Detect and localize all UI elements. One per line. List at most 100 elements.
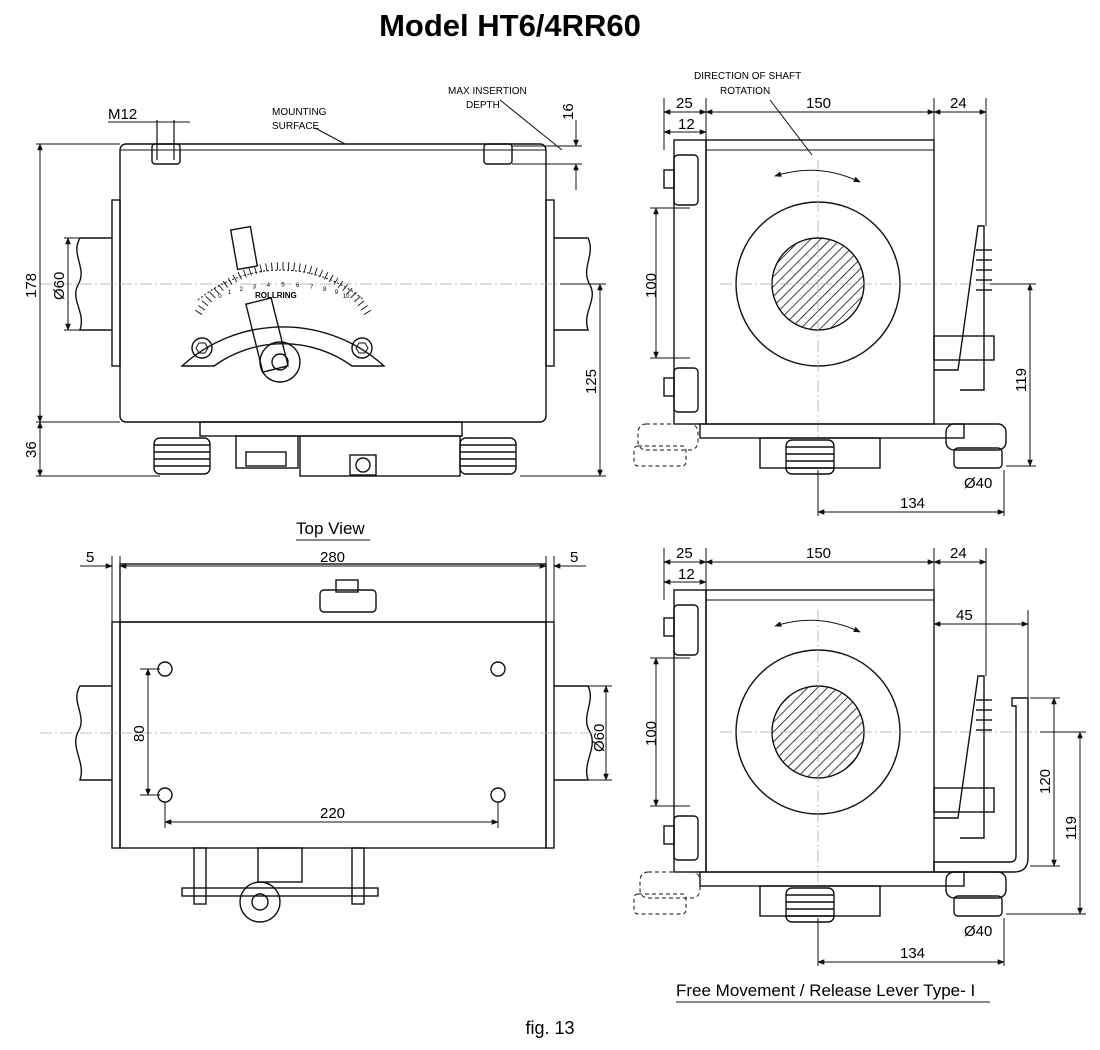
gear-tooth	[363, 309, 372, 315]
side-roller-top	[953, 447, 1003, 469]
gear-tooth	[218, 284, 224, 292]
top-view-dim-shaft: Ø60	[591, 724, 608, 752]
gear-tooth	[333, 277, 339, 285]
gear-tooth	[242, 269, 247, 278]
top-view-hole-3	[157, 787, 173, 803]
scale-tick-label: 5	[281, 283, 285, 289]
drawing-title: Model HT6/4RR60	[379, 8, 641, 43]
front-lever-hub	[259, 341, 301, 383]
side-b-dim-100: 100	[643, 721, 660, 746]
front-spring-right	[459, 437, 517, 475]
side-b-dim-134: 134	[900, 945, 925, 962]
top-view-dimensions	[80, 556, 612, 828]
top-view-knob	[319, 589, 377, 613]
gear-tooth	[354, 296, 361, 303]
side-spring-top	[785, 439, 835, 475]
top-view-dim-280: 280	[320, 549, 345, 566]
gear-tooth	[360, 305, 368, 311]
side-b-dim-12: 12	[678, 566, 695, 583]
front-dim-insertion: 16	[560, 103, 577, 120]
side-view-bottom	[633, 589, 1040, 923]
top-view-dim-5-left: 5	[86, 549, 94, 566]
front-dim-height: 178	[23, 273, 40, 298]
side-bottom-dimensions	[650, 548, 1086, 966]
front-gear-teeth	[194, 262, 372, 315]
top-view-shaft-right	[554, 685, 593, 781]
top-view-dim-80: 80	[131, 725, 148, 742]
scale-tick-label: 2	[240, 287, 244, 293]
side-base-plate-top	[699, 423, 965, 439]
front-side-plate-right	[545, 199, 555, 367]
side-b-dim-120: 120	[1037, 769, 1054, 794]
gear-tooth	[328, 274, 334, 283]
gear-tooth	[319, 269, 324, 278]
gear-tooth	[259, 264, 263, 273]
gear-tooth	[324, 272, 329, 280]
front-view	[40, 120, 600, 477]
side-dim-100: 100	[643, 273, 660, 298]
side-b-dim-45: 45	[956, 607, 973, 624]
gear-tooth	[253, 265, 257, 274]
side-view-top	[633, 139, 1030, 475]
side-rotation-arrow	[774, 169, 861, 183]
scale-tick-label: 6	[296, 283, 300, 289]
gear-tooth	[232, 274, 238, 283]
front-side-plate-left	[111, 199, 121, 367]
gear-tooth	[237, 272, 242, 280]
side-left-plate-bottom	[673, 589, 707, 873]
side-right-bracket-bottom	[934, 675, 985, 839]
gear-tooth	[248, 267, 252, 276]
side-dim-12: 12	[678, 116, 695, 133]
gear-tooth	[270, 262, 273, 271]
scale-tick-label: 9	[335, 290, 339, 296]
front-shaft-right	[554, 237, 593, 331]
front-lever-arm	[245, 297, 289, 373]
front-mount-boss-right	[483, 143, 513, 165]
top-view-caption: Top View	[296, 519, 365, 538]
figure-label: fig. 13	[525, 1018, 574, 1038]
gear-tooth	[209, 291, 216, 299]
top-view-hole-2	[490, 661, 506, 677]
gear-tooth	[222, 280, 229, 288]
front-mounting-label-1: MOUNTING	[272, 107, 327, 118]
gear-tooth	[350, 291, 357, 299]
side-b-dim-24: 24	[950, 545, 967, 562]
side-top-dimensions	[650, 98, 1036, 516]
front-dim-base: 36	[23, 441, 40, 458]
front-dimensions	[36, 99, 606, 477]
top-view-dim-220: 220	[320, 805, 345, 822]
front-dim-shaft: Ø60	[51, 272, 68, 300]
front-brand-label: ROLLRING	[255, 291, 297, 300]
top-view-hole-1	[157, 661, 173, 677]
scale-tick-label: 3	[253, 285, 257, 291]
front-base-plate	[199, 421, 463, 437]
front-housing	[119, 143, 547, 423]
gear-tooth	[337, 280, 344, 288]
top-view	[40, 563, 600, 923]
side-b-dim-25: 25	[676, 545, 693, 562]
side-spring-bottom	[785, 887, 835, 923]
scale-tick-label: 10	[343, 294, 350, 300]
gear-tooth	[205, 296, 212, 303]
front-dial-bolt-right	[351, 337, 373, 359]
gear-tooth	[357, 300, 365, 307]
side-left-plate-top	[673, 139, 707, 425]
front-shaft-left	[75, 237, 112, 331]
side-dim-25: 25	[676, 95, 693, 112]
front-insertion-label-1: MAX INSERTION	[448, 86, 527, 97]
side-dim-150: 150	[806, 95, 831, 112]
gear-tooth	[342, 284, 348, 292]
scale-tick-label: 8	[323, 287, 327, 293]
side-roller-bottom	[953, 895, 1003, 917]
side-right-bracket-top	[934, 225, 985, 391]
top-view-roller	[239, 881, 281, 923]
top-view-hole-4	[490, 787, 506, 803]
gear-tooth	[194, 309, 203, 315]
front-lever-pointer	[229, 225, 259, 271]
lever-type-caption: Free Movement / Release Lever Type- I	[676, 981, 975, 1000]
scale-tick-label: 4	[267, 283, 271, 289]
side-release-lever-top	[945, 423, 1007, 451]
side-dim-40: Ø40	[964, 475, 992, 492]
top-view-shaft-left	[75, 685, 112, 781]
